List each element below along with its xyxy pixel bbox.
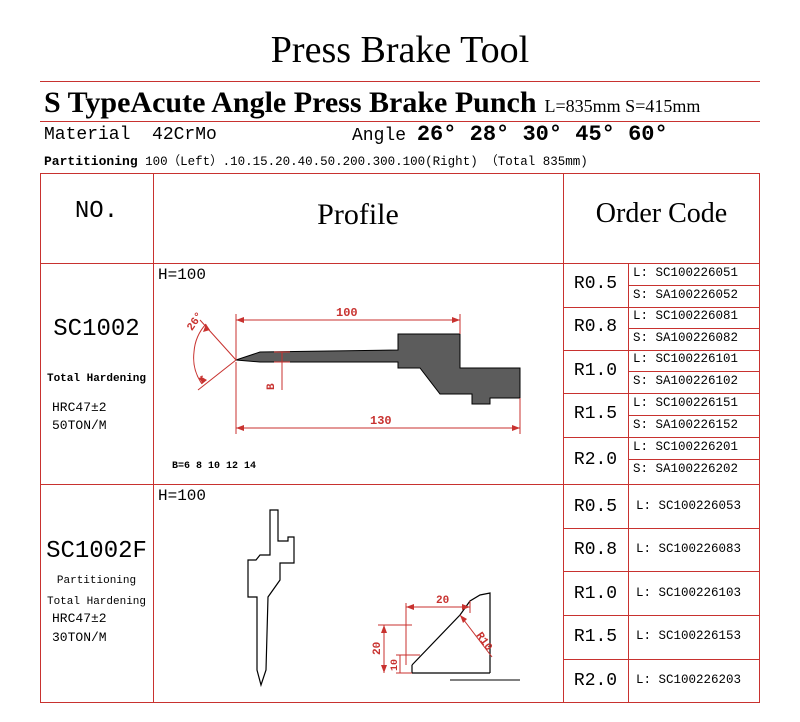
row-separator xyxy=(40,484,760,485)
sc1002f-dim-10: 10 xyxy=(390,659,401,671)
col-divider-1 xyxy=(153,173,154,703)
sc1002-dim-130: 130 xyxy=(370,414,392,428)
sc1002f-r-0: R0.5 xyxy=(573,497,618,517)
sc1002f-note-ton: 30TON/M xyxy=(52,630,107,645)
sc1002f-punch-drawing xyxy=(247,509,295,688)
sc1002f-punch-outline xyxy=(247,509,295,688)
sc1002f-code-l-2: L: SC100226103 xyxy=(636,586,742,600)
sc1002-code-l-4: L: SC100226201 xyxy=(633,440,739,454)
sc1002-code-s-0: S: SA100226052 xyxy=(633,288,739,302)
sc1002-profile-drawing: 100 130 B 26° r xyxy=(185,306,521,434)
col-divider-3 xyxy=(628,263,629,703)
sc1002-r-0: R0.5 xyxy=(573,274,618,294)
sc1002-r-2: R1.0 xyxy=(573,361,618,381)
title-rule xyxy=(40,81,760,82)
r1-half-1 xyxy=(628,285,760,286)
sc1002f-note-partitioning: Partitioning xyxy=(56,575,137,587)
sc1002-code-l-2: L: SC100226101 xyxy=(633,352,739,366)
material-line: Material 42CrMo xyxy=(44,125,217,145)
sc1002-code-l-1: L: SC100226081 xyxy=(633,309,739,323)
header-no: NO. xyxy=(74,198,119,225)
r1-sep-3 xyxy=(563,393,760,394)
sc1002-height: H=100 xyxy=(158,266,207,284)
partitioning-label: Partitioning xyxy=(44,154,138,169)
sc1002-code-s-1: S: SA100226082 xyxy=(633,331,739,345)
sc1002f-height: H=100 xyxy=(158,487,207,505)
sc1002f-dim-20-side: 20 xyxy=(372,642,384,655)
sc1002f-r-2: R1.0 xyxy=(573,584,618,604)
sc1002-code-l-0: L: SC100226051 xyxy=(633,266,739,280)
sc1002-note-hrc: HRC47±2 xyxy=(52,400,107,415)
sc1002-r-1: R0.8 xyxy=(573,317,618,337)
angle-label: Angle xyxy=(352,126,407,146)
sc1002f-dim-20-top: 20 xyxy=(436,595,449,607)
sc1002-b-values: B=6 8 10 12 14 xyxy=(172,461,257,472)
sc1002f-note-hrc: HRC47±2 xyxy=(52,611,107,626)
sc1002-dim-r: r xyxy=(196,373,209,386)
r1-half-2 xyxy=(628,328,760,329)
col-divider-2 xyxy=(563,173,564,703)
subtitle-rule xyxy=(40,121,760,122)
r1-sep-4 xyxy=(563,437,760,438)
sc1002-note-hardening: Total Hardening xyxy=(46,373,147,385)
header-bottom-border xyxy=(40,263,760,264)
sc1002f-code-l-1: L: SC100226083 xyxy=(636,542,742,556)
r2-sep-3 xyxy=(563,615,760,616)
sc1002-code-s-2: S: SA100226102 xyxy=(633,374,739,388)
r1-half-3 xyxy=(628,371,760,372)
sc1002f-code-l-3: L: SC100226153 xyxy=(636,629,742,643)
header-order-code: Order Code xyxy=(595,198,728,229)
page-title: Press Brake Tool xyxy=(270,29,530,71)
sc1002-dim-100: 100 xyxy=(336,306,358,320)
sc1002-r-4: R2.0 xyxy=(573,450,618,470)
r1-half-4 xyxy=(628,415,760,416)
r1-half-5 xyxy=(628,459,760,460)
sc1002f-r-3: R1.5 xyxy=(573,627,618,647)
partitioning-value: 100（Left）.10.15.20.40.50.200.300.100(Rig… xyxy=(145,155,588,169)
sc1002f-dim-r10: R10 xyxy=(473,630,494,653)
angle-line: Angle 26° 28° 30° 45° 60° xyxy=(352,122,668,147)
r1-sep-1 xyxy=(563,307,760,308)
table-right-border xyxy=(759,173,760,703)
product-lengths: L=835mm S=415mm xyxy=(544,96,701,116)
model-sc1002: SC1002 xyxy=(53,316,140,343)
material-label: Material xyxy=(44,125,131,145)
sc1002f-code-l-0: L: SC100226053 xyxy=(636,499,742,513)
table-left-border xyxy=(40,173,41,703)
sc1002f-r-4: R2.0 xyxy=(573,671,618,691)
r2-sep-1 xyxy=(563,528,760,529)
sc1002f-detail-drawing: 20 20 10 R10 xyxy=(372,592,520,681)
r2-sep-4 xyxy=(563,659,760,660)
sc1002-punch-shape xyxy=(235,333,521,405)
sc1002-note-ton: 50TON/M xyxy=(52,418,107,433)
sc1002-code-l-3: L: SC100226151 xyxy=(633,396,739,410)
header-profile: Profile xyxy=(317,198,399,231)
product-type: S TypeAcute Angle Press Brake Punch xyxy=(44,86,537,119)
sc1002-r-3: R1.5 xyxy=(573,404,618,424)
sc1002f-note-hardening: Total Hardening xyxy=(46,596,147,608)
angle-values: 26° 28° 30° 45° 60° xyxy=(416,122,668,147)
sc1002-code-s-3: S: SA100226152 xyxy=(633,418,739,432)
r2-sep-2 xyxy=(563,571,760,572)
sc1002-code-s-4: S: SA100226202 xyxy=(633,462,739,476)
model-sc1002f: SC1002F xyxy=(46,538,147,565)
sc1002-dim-angle: 26° xyxy=(185,310,206,333)
sc1002-dim-b: B xyxy=(266,383,278,390)
product-subtitle: S TypeAcute Angle Press Brake Punch L=835… xyxy=(44,86,700,120)
table-bottom-border xyxy=(40,702,760,703)
material-value: 42CrMo xyxy=(152,125,217,145)
table-top-border xyxy=(40,173,760,174)
sc1002f-code-l-4: L: SC100226203 xyxy=(636,673,742,687)
sc1002f-r-1: R0.8 xyxy=(573,540,618,560)
r1-sep-2 xyxy=(563,350,760,351)
partitioning-line: Partitioning 100（Left）.10.15.20.40.50.20… xyxy=(44,150,588,169)
